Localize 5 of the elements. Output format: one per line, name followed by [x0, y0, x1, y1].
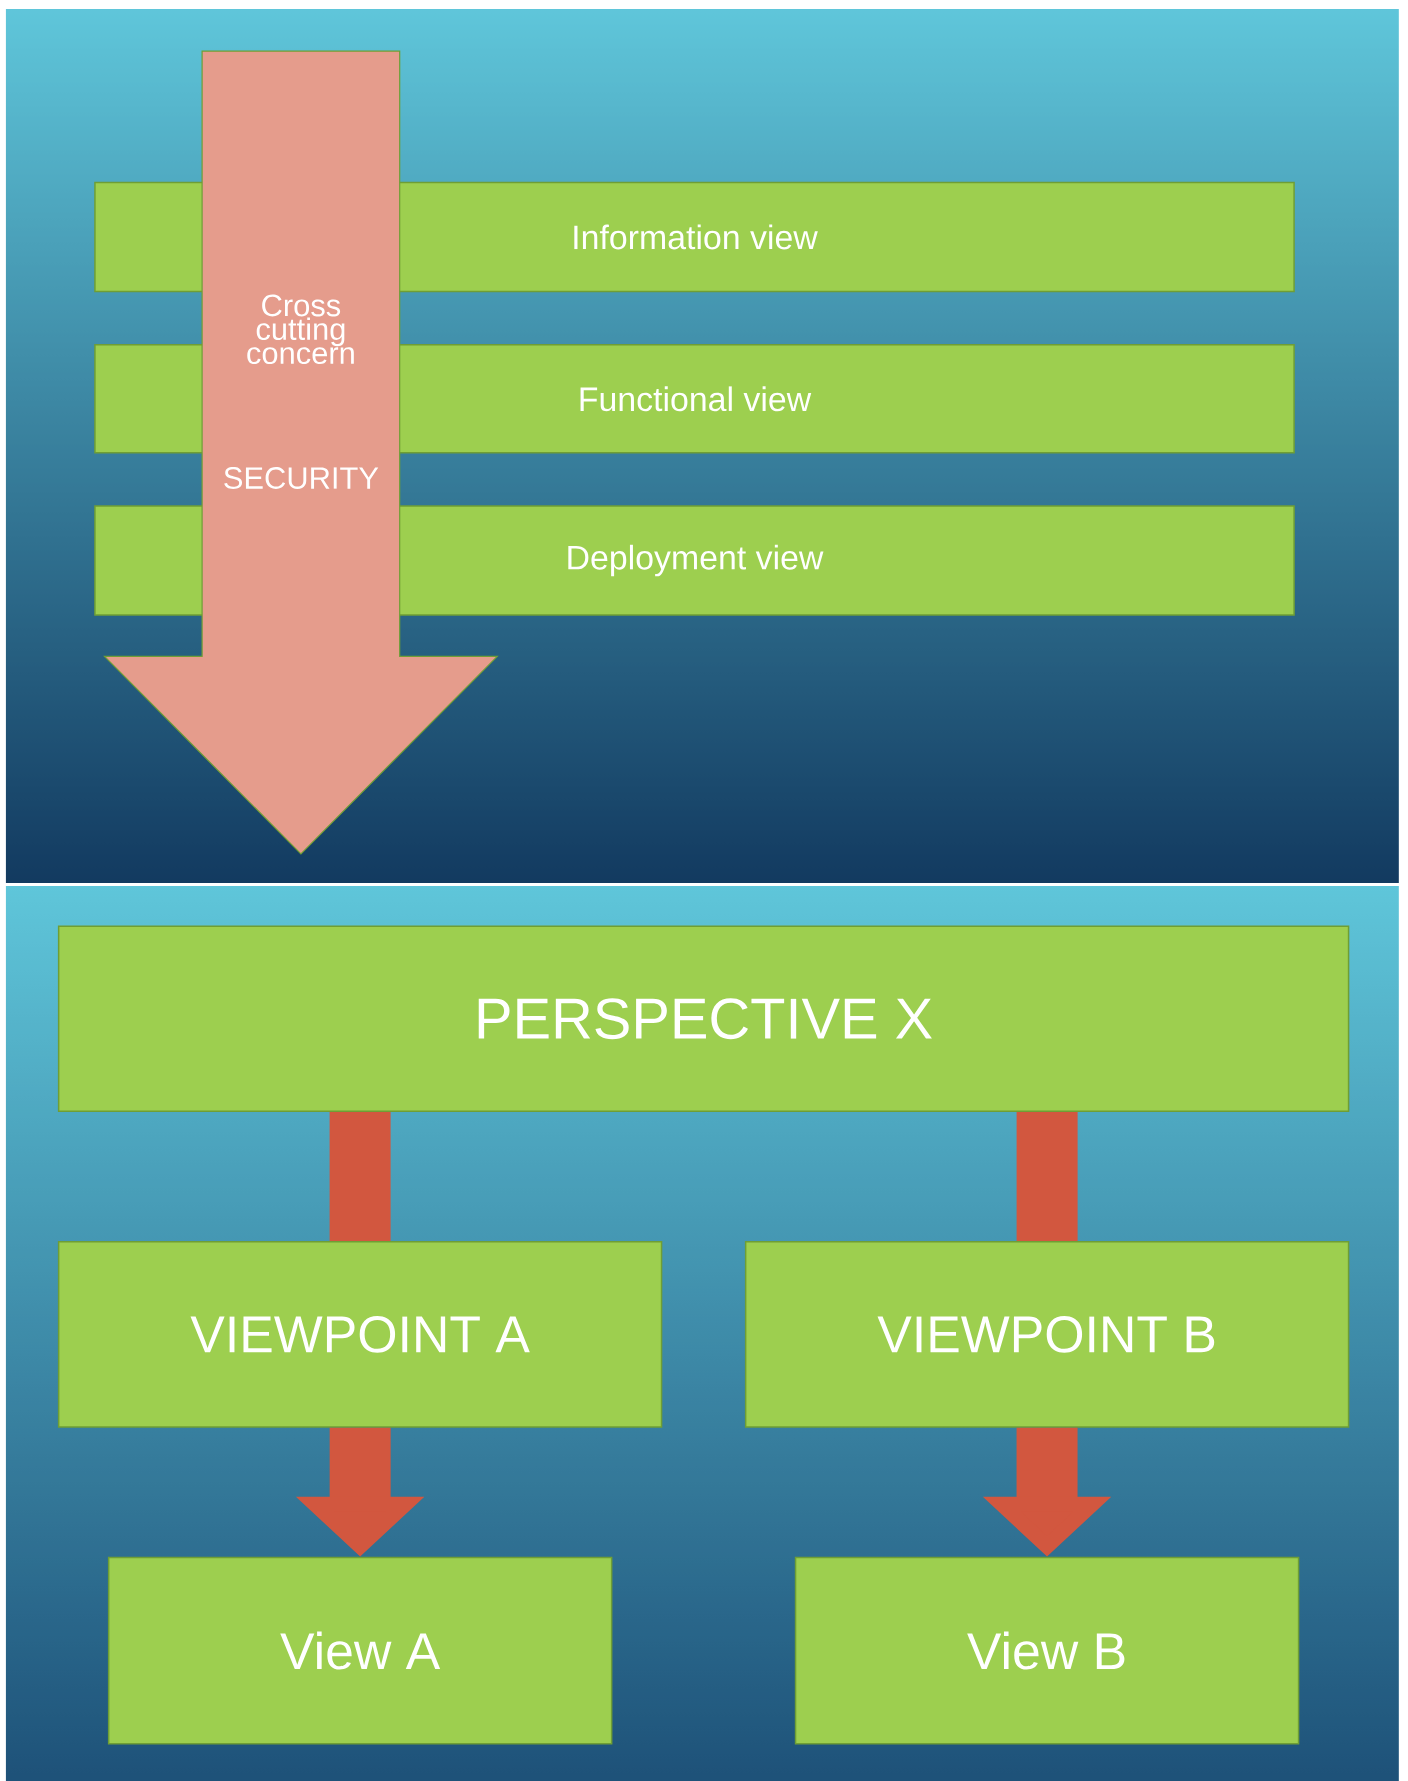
view-box: PERSPECTIVE X: [57, 925, 1350, 1112]
view-box: View B: [794, 1556, 1300, 1745]
view-box: View A: [107, 1556, 613, 1745]
view-box: VIEWPOINT B: [744, 1241, 1350, 1428]
view-box: VIEWPOINT A: [57, 1241, 663, 1428]
